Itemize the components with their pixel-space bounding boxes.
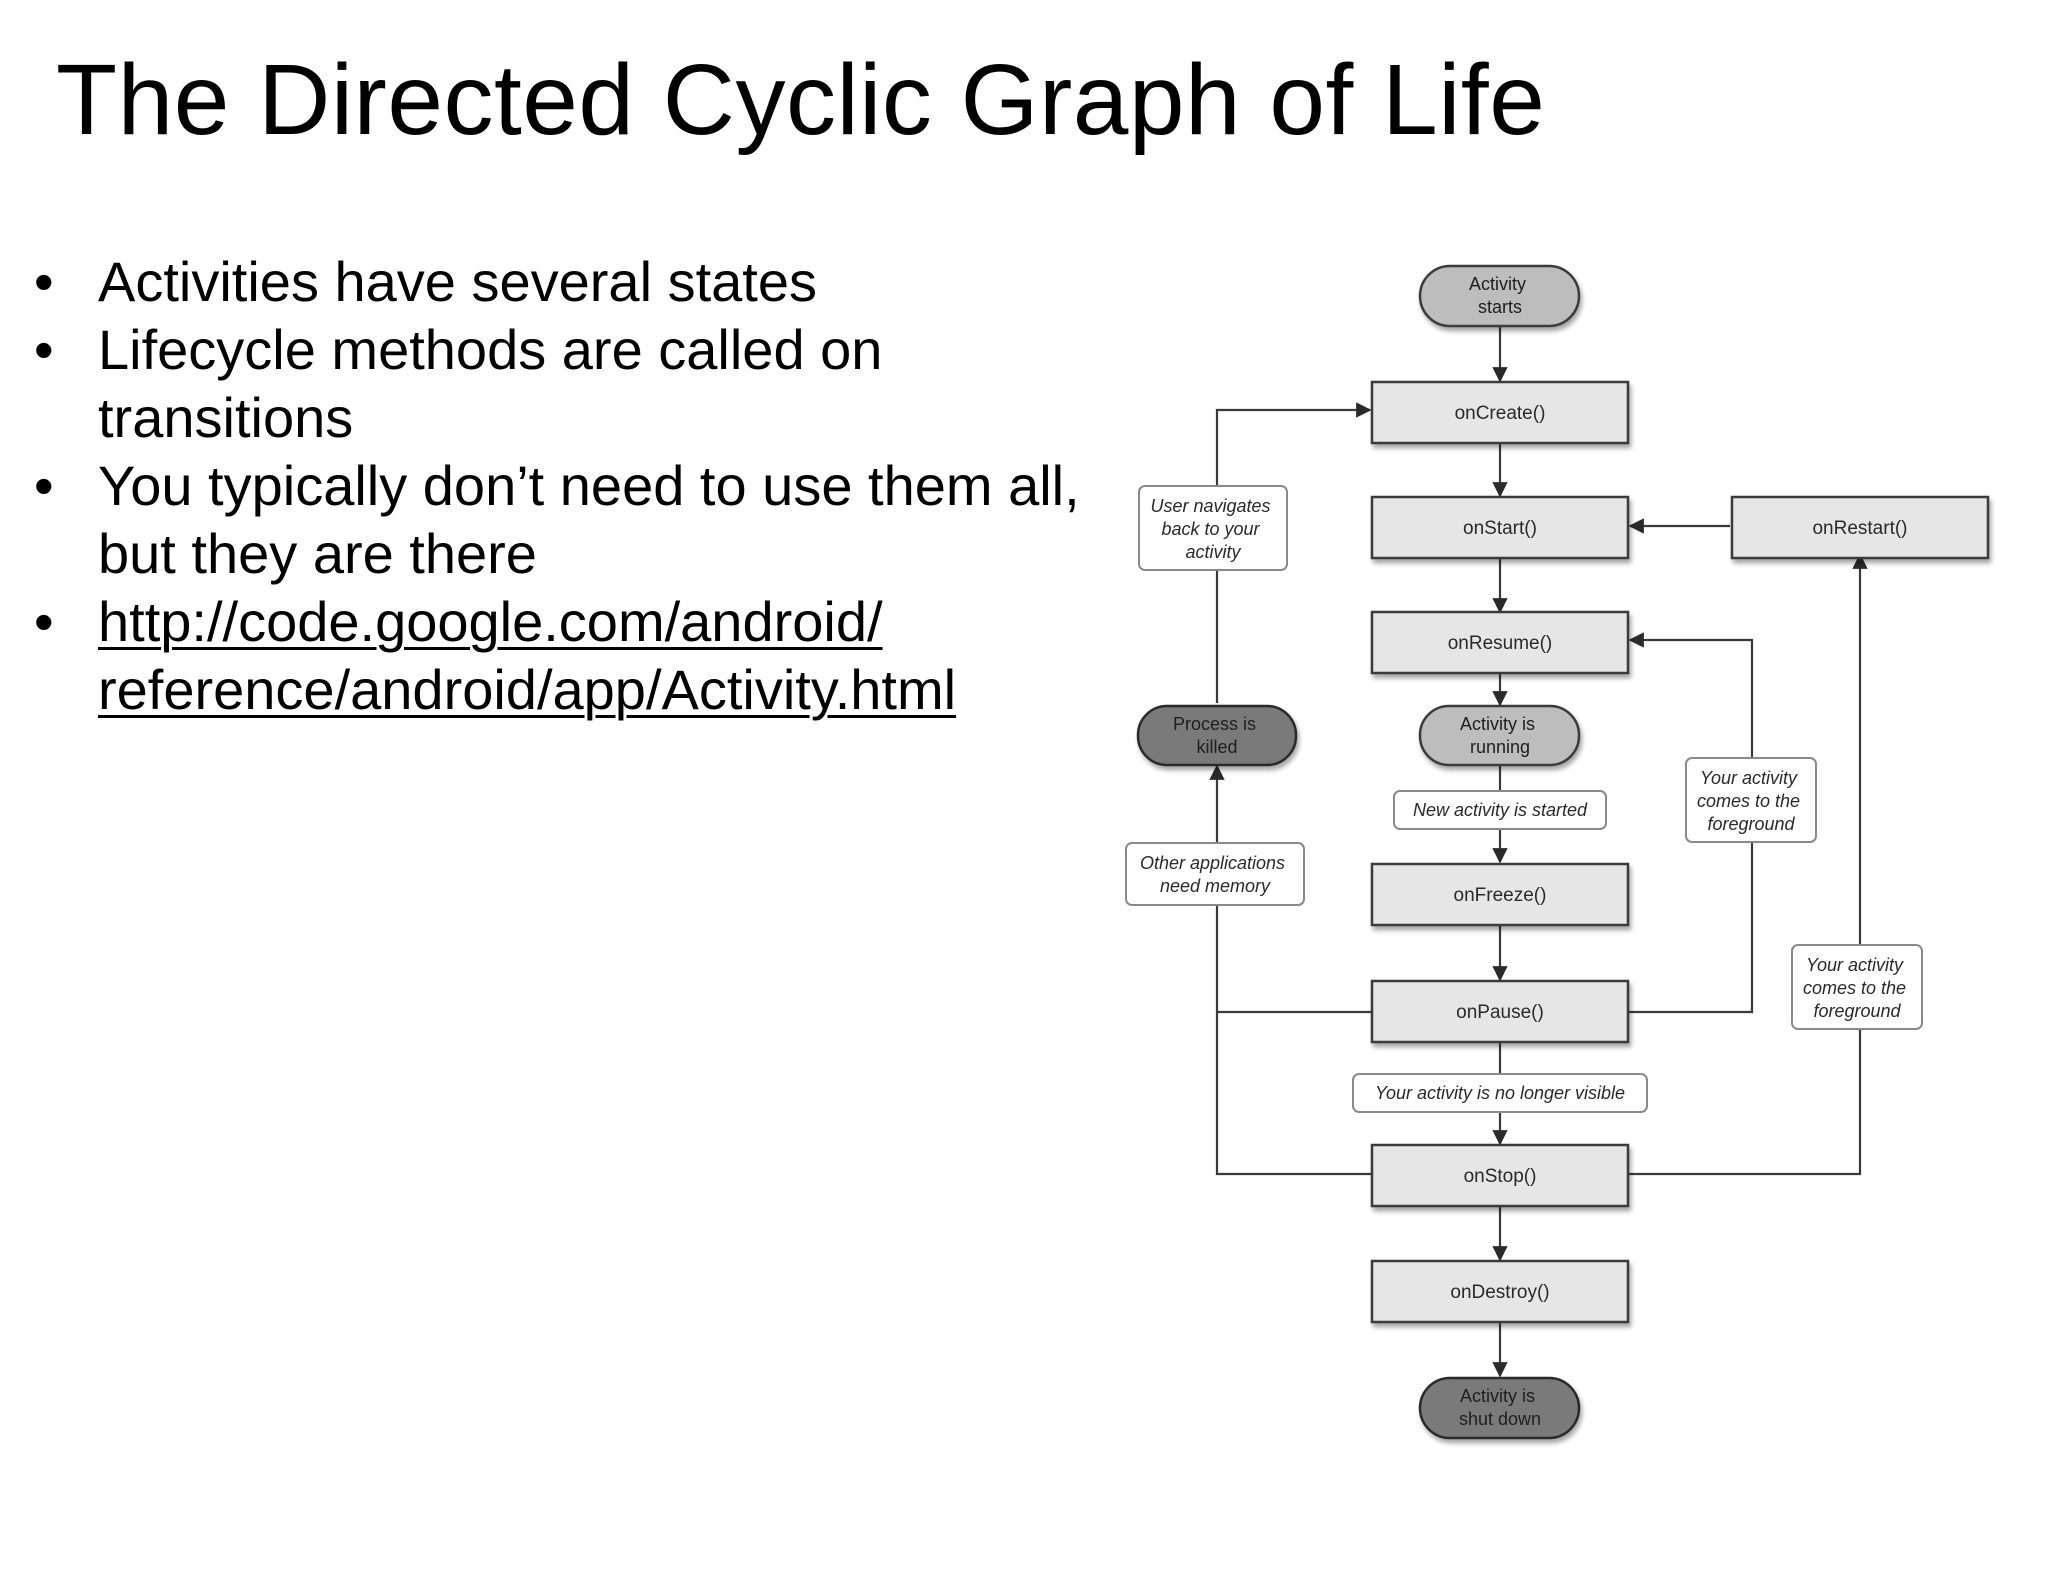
other-apps-need-memory-label: Other applications need memory: [1125, 842, 1305, 906]
user-navigates-back-label: User navigates back to your activity: [1138, 485, 1288, 571]
svg-text:onResume(): onResume(): [1448, 633, 1553, 654]
bullet-item: • Activities have several states: [20, 248, 1080, 316]
edges: [1209, 326, 1868, 1378]
onfreeze-node: onFreeze(): [1370, 862, 1630, 927]
link-line: http://code.google.com/android/: [98, 590, 883, 653]
svg-text:onRestart(): onRestart(): [1812, 518, 1907, 539]
onstop-node: onStop(): [1370, 1143, 1630, 1208]
bullet-dot: •: [34, 590, 54, 653]
svg-text:Activity is running: Activity is running: [1460, 714, 1540, 757]
no-longer-visible-label: Your activity is no longer visible: [1352, 1073, 1648, 1113]
bullet-list: • Activities have several states • Lifec…: [20, 248, 1080, 724]
foreground-to-resume-label: Your activity comes to the foreground: [1685, 757, 1817, 843]
svg-text:New activity is started: New activity is started: [1413, 800, 1588, 820]
bullet-item: • http://code.google.com/android/ refere…: [20, 588, 1080, 724]
svg-text:Your activity is no longer vis: Your activity is no longer visible: [1375, 1083, 1625, 1103]
svg-text:onCreate(): onCreate(): [1455, 403, 1546, 424]
svg-text:Process is killed: Process is killed: [1173, 714, 1261, 757]
svg-text:Your activity comes to t: Your activity comes to the foreground: [1803, 955, 1911, 1021]
edge-onstop-to-onrestart: [1628, 553, 1868, 1176]
slide-title: The Directed Cyclic Graph of Life: [56, 44, 1546, 156]
foreground-to-restart-label: Your activity comes to the foreground: [1791, 944, 1923, 1030]
onpause-node: onPause(): [1370, 979, 1630, 1044]
bullet-text: Activities have several states: [98, 250, 817, 313]
onresume-node: onResume(): [1370, 610, 1630, 675]
svg-text:onStart(): onStart(): [1463, 518, 1537, 539]
bullet-item: • Lifecycle methods are called on transi…: [20, 316, 1080, 452]
svg-text:onPause(): onPause(): [1456, 1002, 1544, 1023]
svg-text:Activity is shut down: Activity is shut down: [1459, 1386, 1541, 1429]
bullet-text: Lifecycle methods are called on transiti…: [98, 318, 883, 449]
activity-starts-node: Activity starts: [1418, 264, 1581, 328]
activity-docs-link[interactable]: http://code.google.com/android/ referenc…: [98, 588, 1080, 724]
activity-shutdown-node: Activity is shut down: [1418, 1376, 1581, 1440]
edge-onstop-to-killed: [1215, 1012, 1372, 1176]
bullet-dot: •: [34, 250, 54, 313]
bullet-item: • You typically don’t need to use them a…: [20, 452, 1080, 588]
bullet-dot: •: [34, 318, 54, 381]
svg-text:onFreeze(): onFreeze(): [1454, 885, 1547, 906]
onrestart-node: onRestart(): [1730, 495, 1990, 560]
svg-text:Activity starts: Activity starts: [1469, 274, 1531, 317]
svg-text:Other applications need: Other applications need memory: [1140, 853, 1290, 896]
svg-text:Your activity comes to t: Your activity comes to the foreground: [1697, 768, 1805, 834]
ondestroy-node: onDestroy(): [1370, 1259, 1630, 1324]
bullet-text: You typically don’t need to use them all…: [98, 454, 1080, 585]
svg-text:User navigates back to y: User navigates back to your activity: [1150, 496, 1275, 562]
svg-text:onDestroy(): onDestroy(): [1450, 1282, 1549, 1303]
activity-running-node: Activity is running: [1418, 704, 1581, 767]
new-activity-started-label: New activity is started: [1393, 790, 1607, 830]
oncreate-node: onCreate(): [1370, 380, 1630, 445]
edge-killed-to-oncreate: [1215, 402, 1372, 703]
svg-text:onStop(): onStop(): [1464, 1166, 1537, 1187]
process-killed-node: Process is killed: [1136, 704, 1298, 767]
link-line: reference/android/app/Activity.html: [98, 658, 957, 721]
bullet-dot: •: [34, 454, 54, 517]
onstart-node: onStart(): [1370, 495, 1630, 560]
